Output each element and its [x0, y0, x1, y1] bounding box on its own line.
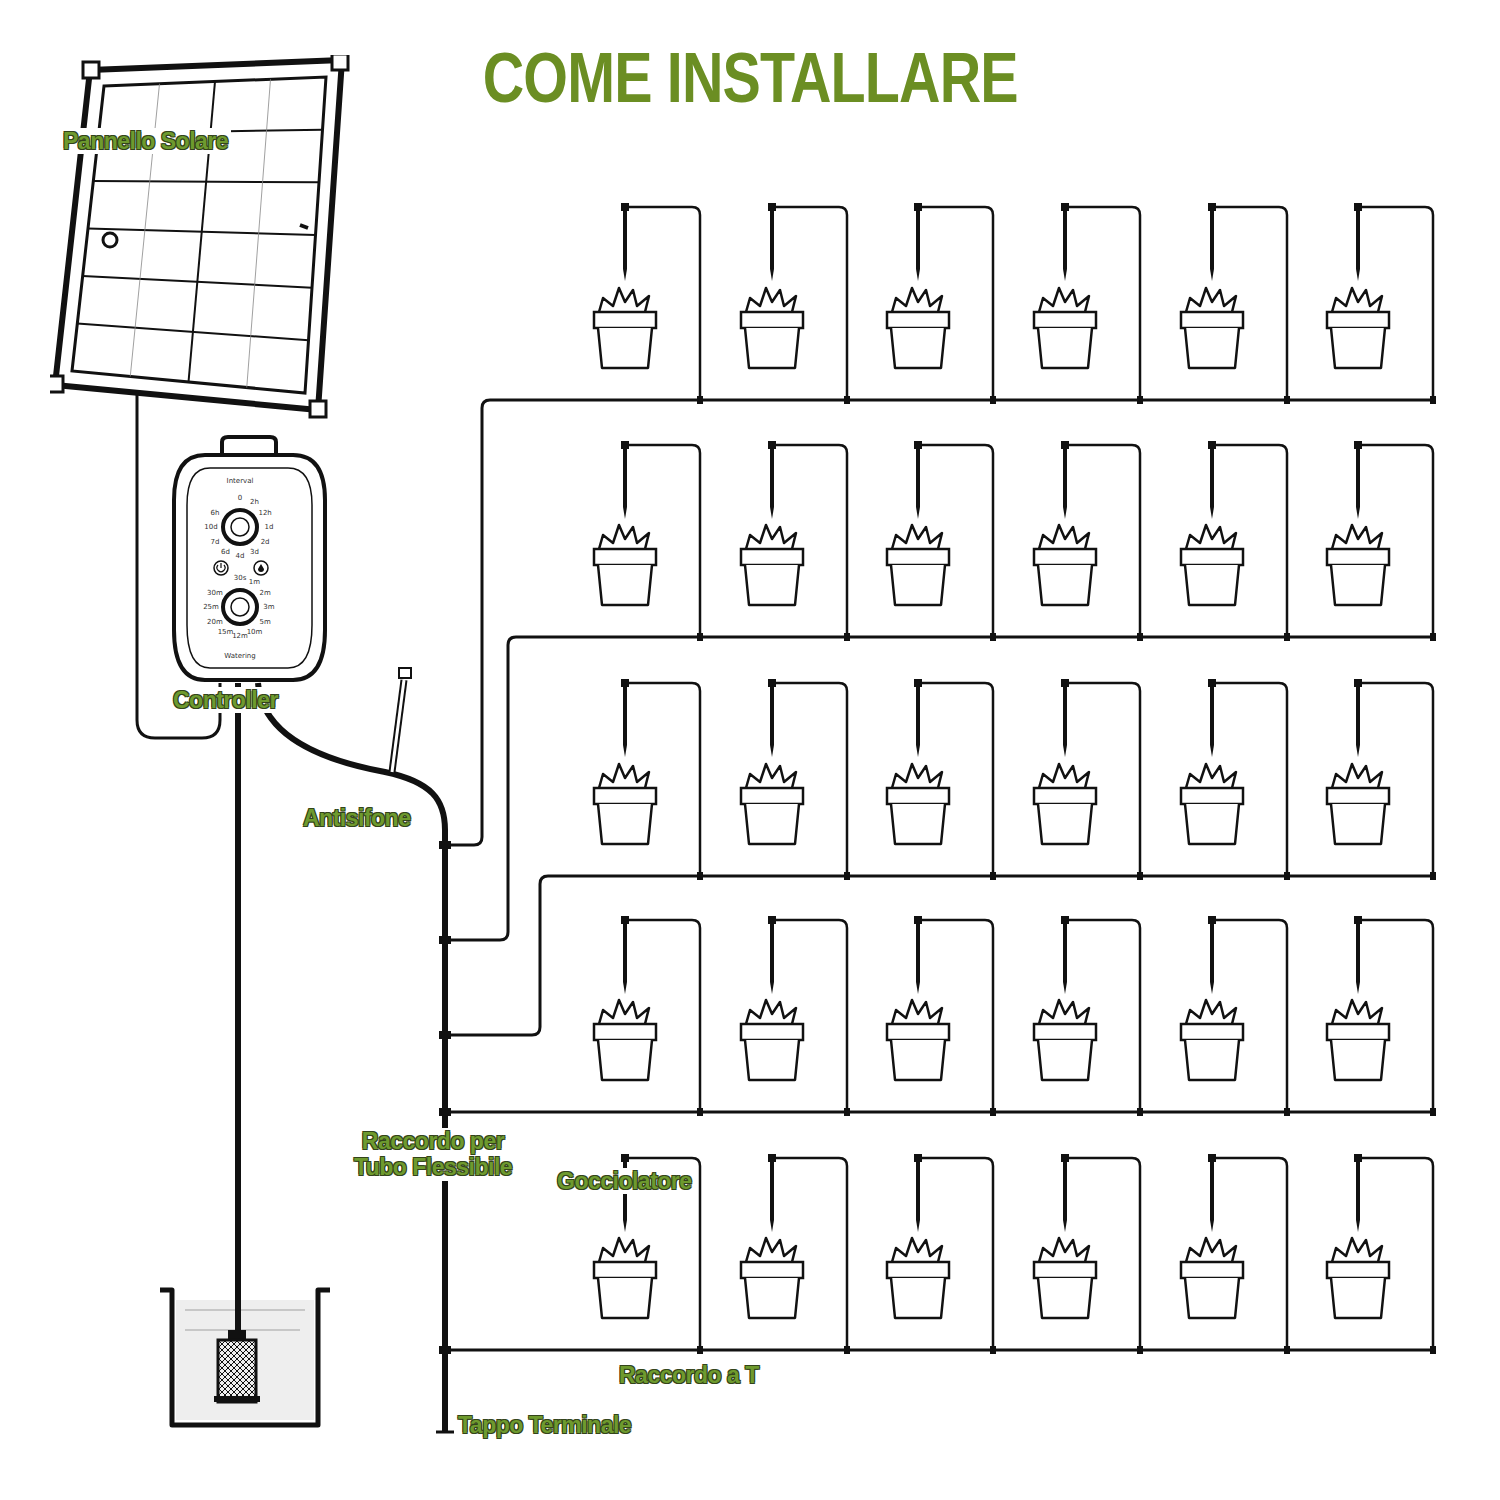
dial-value: 3d: [250, 549, 259, 556]
dial-value: 2m: [259, 589, 270, 596]
dial-value: 25m: [203, 604, 219, 611]
dial-value: 2h: [250, 498, 259, 505]
dial-value: 1m: [249, 578, 260, 585]
title: COME INSTALLARE: [482, 38, 1017, 118]
end-cap: [436, 1431, 454, 1434]
dial-value: 4d: [236, 553, 245, 560]
controller-label: Controller: [170, 687, 281, 713]
dial-value: 10d: [204, 524, 217, 531]
end-cap-label: Tappo Terminale: [455, 1412, 634, 1438]
dial-value: 0: [238, 495, 242, 502]
water-bucket: [160, 1290, 330, 1425]
solar-panel-shape: [50, 55, 350, 420]
dial-caption: Watering: [224, 653, 256, 660]
dial-value: 12m: [232, 633, 248, 640]
dial-value: 15m: [218, 629, 234, 636]
dial-value: 30m: [207, 589, 223, 596]
dial-value: 10m: [247, 629, 263, 636]
dripper-label: Gocciolatore: [554, 1168, 695, 1194]
dial-value: 6d: [221, 549, 230, 556]
dial-value: 6h: [210, 509, 219, 516]
drip-grid: [439, 203, 1436, 1354]
controller: Controller: [172, 435, 327, 683]
dial-value: 20m: [207, 618, 223, 625]
outlet-pipe: [258, 683, 445, 1432]
dial-value: 7d: [210, 538, 219, 545]
dial-value: 12h: [258, 509, 271, 516]
tee-fitting-label: Raccordo a T: [616, 1362, 762, 1388]
dial-value: 1d: [265, 524, 274, 531]
dial-value: 2d: [261, 538, 270, 545]
solar-panel: Pannello Solare: [50, 55, 350, 420]
dial-value: 5m: [259, 618, 270, 625]
intake-pipe: [235, 683, 241, 1330]
dial-value: 30s: [234, 575, 247, 582]
dial-caption: Interval: [227, 478, 254, 485]
dial-value: 3m: [263, 604, 274, 611]
anti-siphon-valve: [392, 668, 411, 772]
controller-shape: [172, 435, 327, 683]
anti-siphon-label: Antisifone: [300, 805, 413, 831]
panel-label: Pannello Solare: [60, 128, 231, 154]
intake-filter: [214, 1330, 260, 1402]
hose-fitting-label: Raccordo per Tubo Flessibile: [330, 1128, 536, 1181]
